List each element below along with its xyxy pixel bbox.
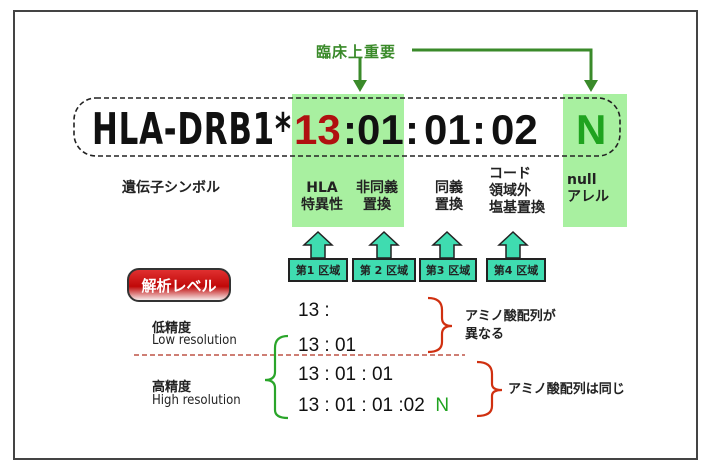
diagram-frame (13, 10, 698, 460)
allele-field4: 02 (491, 106, 538, 153)
region-4-box: 第4 区域 (486, 258, 546, 282)
desc-null-suffix: null アレル (567, 172, 623, 206)
note-amino-same: アミノ酸配列は同じ (508, 382, 625, 397)
region-3-box: 第3 区域 (419, 258, 477, 282)
note-amino-different-line2: 異なる (465, 327, 505, 342)
desc-field4-line3: 塩基置換 (489, 200, 545, 216)
allele-sep2: : (405, 106, 419, 153)
desc-field3-line1: 同義 (435, 180, 463, 196)
highlight-null-suffix (563, 94, 627, 227)
resolution-example-3-text: 13 : 01 : 01 (298, 364, 394, 385)
region-1-box: 第1 区域 (288, 258, 348, 282)
desc-field4: コード 領域外 塩基置換 (489, 166, 555, 217)
region-3-arrow (431, 230, 463, 259)
resolution-example-1-text: 13 : (298, 300, 330, 321)
desc-field1: HLA 特異性 (298, 180, 346, 214)
region-1-arrow (302, 230, 334, 259)
allele-sep3: : (472, 106, 486, 153)
clinical-importance-label: 臨床上重要 (316, 43, 397, 61)
brace-amino-different (427, 296, 453, 354)
resolution-example-4: 13 : 01 : 01 :02 N (298, 395, 449, 417)
allele-field2: 01 (357, 106, 404, 153)
resolution-example-4-text: 13 : 01 : 01 :02 (298, 395, 425, 416)
region-up-arrows (302, 230, 529, 259)
desc-null-line1: null (567, 172, 597, 188)
desc-null-line2: アレル (567, 189, 609, 205)
brace-high-resolution (264, 334, 289, 420)
desc-field2-line2: 置換 (363, 197, 391, 213)
gene-symbol-text: HLA-DRB1* (92, 104, 292, 155)
low-resolution-jp: 低精度 (152, 321, 192, 336)
resolution-example-4-null-suffix: N (435, 395, 450, 416)
desc-field3-line2: 置換 (435, 197, 463, 213)
low-resolution-en: Low resolution (152, 333, 237, 348)
region-2-box: 第 2 区域 (352, 258, 416, 282)
brace-amino-same (476, 360, 503, 418)
region-4-arrow (497, 230, 529, 259)
resolution-example-2-text: 13 : 01 (298, 335, 357, 356)
desc-field4-line1: コード (489, 166, 531, 182)
high-resolution-en: High resolution (152, 393, 241, 408)
desc-field1-line2: 特異性 (301, 197, 343, 213)
resolution-example-1: 13 : (298, 300, 330, 322)
analysis-level-button: 解析レベル (127, 268, 231, 302)
highlight-field1-field2 (292, 94, 404, 227)
allele-sep1: : (343, 106, 357, 153)
desc-gene-symbol: 遺伝子シンボル (122, 180, 220, 196)
desc-field3: 同義 置換 (432, 180, 466, 214)
desc-field2: 非同義 置換 (352, 180, 402, 214)
allele-field1: 13 (294, 106, 341, 153)
region-2-arrow (368, 230, 400, 259)
note-amino-different: アミノ酸配列が 異なる (465, 308, 556, 344)
high-resolution-jp: 高精度 (152, 380, 192, 395)
desc-field4-line2: 領域外 (489, 183, 531, 199)
note-amino-different-line1: アミノ酸配列が (465, 309, 556, 324)
desc-field1-line1: HLA (306, 180, 338, 196)
resolution-example-2: 13 : 01 (298, 335, 356, 357)
allele-dashed-box (73, 97, 621, 157)
resolution-example-3: 13 : 01 : 01 (298, 364, 393, 386)
desc-field2-line1: 非同義 (356, 180, 398, 196)
clinical-arrows (353, 48, 598, 92)
allele-null-suffix: N (576, 106, 607, 153)
allele-field3: 01 (424, 106, 471, 153)
